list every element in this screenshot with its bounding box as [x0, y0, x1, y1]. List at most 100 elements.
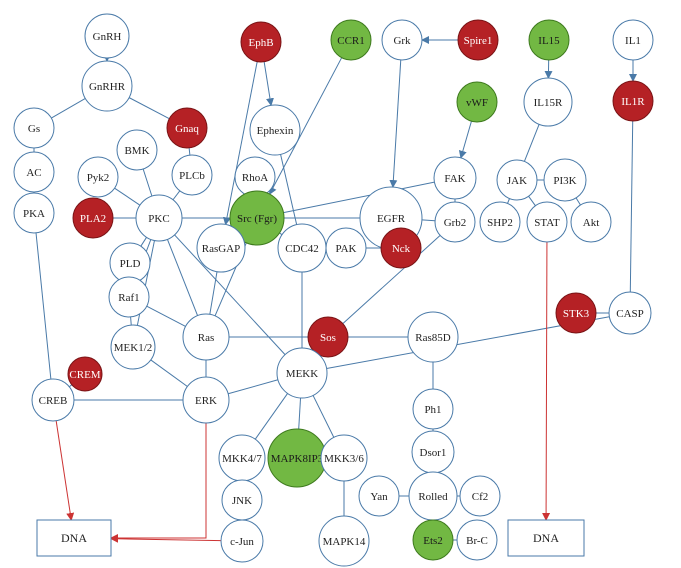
- node-ephb: EphB: [240, 21, 282, 63]
- node-label: Yan: [370, 491, 388, 503]
- edge-plcb-to-pkc: [172, 190, 181, 201]
- node-circle: [479, 201, 521, 243]
- node-label: PLA2: [80, 213, 106, 225]
- node-label: Ph1: [424, 404, 441, 416]
- edge-pkc-to-mekk: [174, 234, 286, 355]
- node-circle: [407, 311, 459, 363]
- node-gnrh: GnRH: [84, 13, 130, 59]
- node-label: c-Jun: [230, 536, 254, 548]
- node-label: Raf1: [118, 292, 139, 304]
- node-label: Pyk2: [87, 172, 110, 184]
- node-label: Ephexin: [257, 125, 294, 137]
- node-label: RhoA: [242, 172, 268, 184]
- dna-box-2: DNA: [507, 519, 585, 557]
- node-spire1: Spire1: [457, 19, 499, 61]
- edge-cjun-to-dna1: [110, 534, 222, 543]
- node-circle: [220, 519, 264, 563]
- edge-ephb-to-ephexin: [263, 61, 274, 107]
- edge-erk-to-dna1: [110, 423, 207, 542]
- node-circle: [528, 19, 570, 61]
- node-label: JNK: [232, 495, 252, 507]
- edge-jak-to-shp2: [507, 198, 510, 204]
- node-dsor1: Dsor1: [411, 430, 455, 474]
- node-label: ERK: [195, 395, 217, 407]
- node-circle: [77, 156, 119, 198]
- node-ets2: Ets2: [412, 519, 454, 561]
- node-il1r: IL1R: [612, 80, 654, 122]
- node-label: EphB: [248, 37, 273, 49]
- edge-ephexin-to-cdc42: [280, 154, 298, 225]
- node-gnaq: Gnaq: [166, 107, 208, 149]
- edge-gnrhr-to-gs: [51, 98, 86, 119]
- edge-creb-to-dna1: [55, 420, 75, 521]
- node-circle: [555, 292, 597, 334]
- edge-fak-to-src: [283, 181, 435, 214]
- node-il1: IL1: [612, 19, 654, 61]
- node-circle: [457, 19, 499, 61]
- node-circle: [13, 107, 55, 149]
- node-label: AC: [26, 167, 41, 179]
- edge-bmk-to-pkc: [142, 168, 153, 197]
- node-gs: Gs: [13, 107, 55, 149]
- edge-mekk-to-mkk47: [254, 393, 288, 440]
- node-fak: FAK: [433, 156, 477, 200]
- node-label: PKA: [23, 208, 45, 220]
- edge-mekk-to-mkk36: [312, 395, 335, 438]
- edge-raf1-to-mek12: [130, 316, 132, 326]
- dna-box-label: DNA: [533, 531, 559, 545]
- edge-grb2-to-sos: [342, 235, 441, 324]
- node-il15r: IL15R: [523, 77, 573, 127]
- node-circle: [116, 129, 158, 171]
- node-label: Src (Fgr): [237, 213, 277, 225]
- node-label: Rolled: [418, 491, 448, 503]
- node-pld: PLD: [109, 242, 151, 284]
- node-il15: IL15: [528, 19, 570, 61]
- node-circle: [81, 60, 133, 112]
- node-label: CCR1: [337, 35, 365, 47]
- node-circle: [13, 192, 55, 234]
- node-label: IL1R: [621, 96, 645, 108]
- node-label: Nck: [392, 243, 411, 255]
- node-label: Grk: [393, 35, 411, 47]
- node-label: MAPK8IP3: [271, 453, 324, 465]
- node-ccr1: CCR1: [330, 19, 372, 61]
- node-circle: [166, 107, 208, 149]
- node-ph1: Ph1: [412, 388, 454, 430]
- node-label: Gnaq: [175, 123, 199, 135]
- node-circle: [67, 356, 103, 392]
- node-label: STK3: [563, 308, 590, 320]
- node-circle: [307, 316, 349, 358]
- edge-pkc-to-ras: [166, 239, 199, 316]
- edge-jak-to-stat: [528, 195, 536, 207]
- node-circle: [434, 201, 476, 243]
- dna-box-rect: [507, 519, 585, 557]
- node-circle: [612, 19, 654, 61]
- node-stat: STAT: [526, 201, 568, 243]
- edge-ephb-to-rasgap: [222, 61, 258, 226]
- edge-ccr1-to-src: [269, 57, 343, 196]
- node-pkc: PKC: [135, 194, 183, 242]
- node-src: Src (Fgr): [229, 190, 285, 246]
- dna-box-label: DNA: [61, 531, 87, 545]
- node-circle: [380, 227, 422, 269]
- node-brc: Br-C: [456, 519, 498, 561]
- edge-gnaq-to-plcb: [188, 147, 191, 156]
- node-ras85d: Ras85D: [407, 311, 459, 363]
- node-circle: [330, 19, 372, 61]
- node-circle: [543, 158, 587, 202]
- node-label: CASP: [616, 308, 644, 320]
- node-rolled: Rolled: [408, 471, 458, 521]
- node-pi3k: PI3K: [543, 158, 587, 202]
- node-label: MEKK: [286, 368, 318, 380]
- node-yan: Yan: [358, 475, 400, 517]
- edge-pi3k-to-akt: [575, 197, 581, 206]
- node-label: GnRHR: [89, 81, 126, 93]
- node-label: Sos: [320, 332, 336, 344]
- node-stk3: STK3: [555, 292, 597, 334]
- node-mapk8ip3: MAPK8IP3: [267, 428, 327, 488]
- node-circle: [171, 154, 213, 196]
- node-label: Gs: [28, 123, 40, 135]
- node-circle: [456, 519, 498, 561]
- node-label: JAK: [507, 175, 527, 187]
